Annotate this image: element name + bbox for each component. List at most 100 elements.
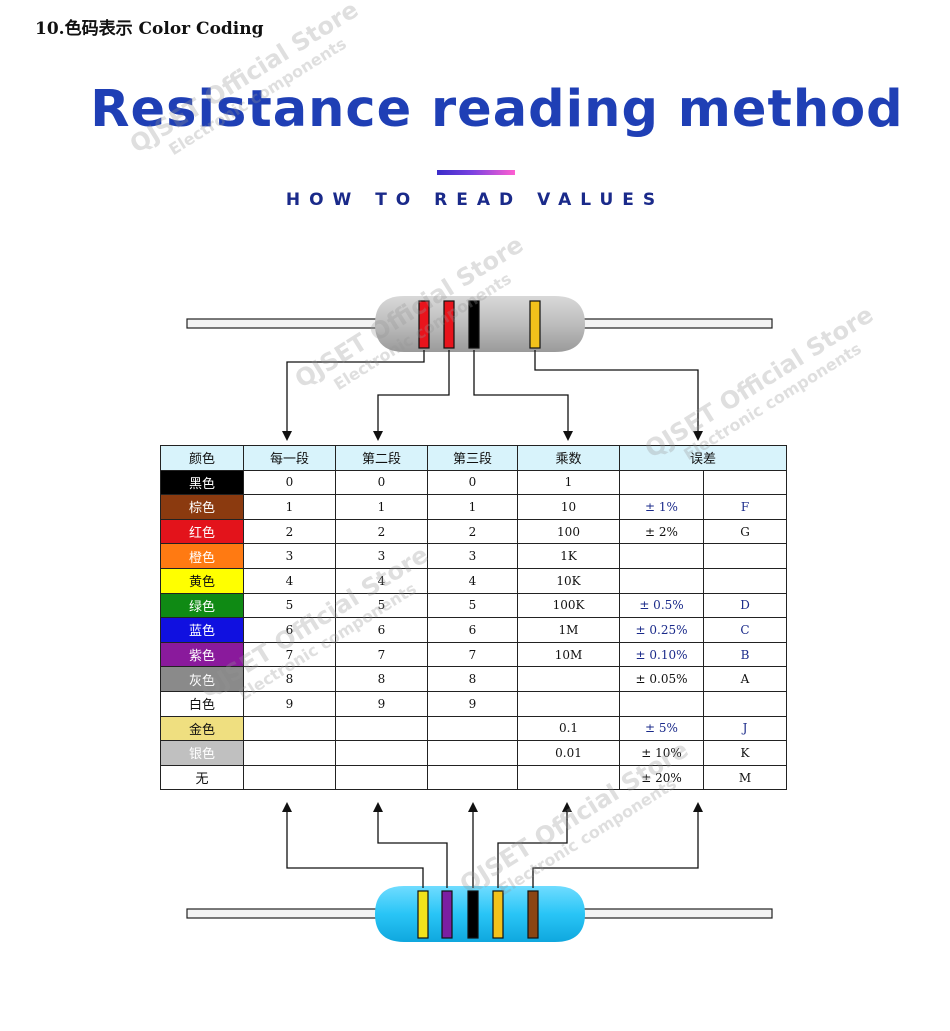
top-arrows bbox=[282, 350, 703, 441]
header-third-digit: 第三段 bbox=[427, 445, 518, 471]
tolerance-cell: ± 20% bbox=[619, 764, 704, 791]
arrow-bband4-to-multiplier bbox=[497, 802, 572, 888]
third-digit-cell: 4 bbox=[427, 567, 518, 594]
arrow-bband2-to-digit2 bbox=[373, 802, 448, 888]
tolerance-cell bbox=[619, 690, 704, 717]
top-resistor-bands bbox=[418, 300, 541, 349]
first-digit-cell bbox=[243, 715, 336, 742]
tolerance-cell bbox=[619, 567, 704, 594]
header-multiplier: 乘数 bbox=[517, 445, 620, 471]
multiplier-cell: 10K bbox=[517, 567, 620, 594]
second-digit-cell: 7 bbox=[335, 641, 428, 668]
second-digit-cell bbox=[335, 740, 428, 766]
color-name-cell: 棕色 bbox=[160, 494, 244, 520]
multiplier-cell bbox=[517, 690, 620, 717]
multiplier-cell: 100K bbox=[517, 592, 620, 619]
first-digit-cell bbox=[243, 764, 336, 791]
third-digit-cell bbox=[427, 740, 518, 766]
color-name-cell: 灰色 bbox=[160, 666, 244, 692]
color-band-3 bbox=[468, 300, 480, 349]
tolerance-code-cell: C bbox=[703, 617, 787, 643]
color-name-cell: 黄色 bbox=[160, 567, 244, 594]
subtitle: HOW TO READ VALUES bbox=[285, 190, 665, 210]
color-band-4 bbox=[492, 890, 504, 939]
second-digit-cell: 0 bbox=[335, 469, 428, 496]
multiplier-cell: 1M bbox=[517, 617, 620, 643]
header-second-digit: 第二段 bbox=[335, 445, 428, 471]
tolerance-cell: ± 0.5% bbox=[619, 592, 704, 619]
color-name-cell: 绿色 bbox=[160, 592, 244, 619]
second-digit-cell: 2 bbox=[335, 518, 428, 545]
third-digit-cell: 8 bbox=[427, 666, 518, 692]
arrow-bband1-to-digit1 bbox=[282, 802, 424, 888]
first-digit-cell: 4 bbox=[243, 567, 336, 594]
arrow-band4-to-tolerance bbox=[534, 350, 703, 441]
second-digit-cell: 8 bbox=[335, 666, 428, 692]
header-tolerance: 误差 bbox=[619, 445, 787, 471]
third-digit-cell: 3 bbox=[427, 543, 518, 569]
color-name-cell: 紫色 bbox=[160, 641, 244, 668]
header-first-digit: 每一段 bbox=[243, 445, 336, 471]
bottom-resistor-bands bbox=[417, 890, 539, 939]
color-band-5 bbox=[527, 890, 539, 939]
header-color: 颜色 bbox=[160, 445, 244, 471]
multiplier-cell: 1K bbox=[517, 543, 620, 569]
third-digit-cell: 2 bbox=[427, 518, 518, 545]
third-digit-cell: 9 bbox=[427, 690, 518, 717]
multiplier-cell: 0.01 bbox=[517, 740, 620, 766]
multiplier-cell bbox=[517, 764, 620, 791]
tolerance-cell: ± 0.05% bbox=[619, 666, 704, 692]
color-name-cell: 红色 bbox=[160, 518, 244, 545]
second-digit-cell: 5 bbox=[335, 592, 428, 619]
multiplier-cell: 10 bbox=[517, 494, 620, 520]
second-digit-cell bbox=[335, 764, 428, 791]
tolerance-code-cell: B bbox=[703, 641, 787, 668]
tolerance-code-cell: A bbox=[703, 666, 787, 692]
multiplier-cell bbox=[517, 666, 620, 692]
first-digit-cell: 1 bbox=[243, 494, 336, 520]
color-name-cell: 无 bbox=[160, 764, 244, 791]
section-heading: 10.色码表示 Color Coding bbox=[35, 19, 264, 39]
color-band-4 bbox=[529, 300, 541, 349]
tolerance-code-cell bbox=[703, 469, 787, 496]
third-digit-cell: 7 bbox=[427, 641, 518, 668]
multiplier-cell: 10M bbox=[517, 641, 620, 668]
second-digit-cell: 4 bbox=[335, 567, 428, 594]
tolerance-code-cell bbox=[703, 567, 787, 594]
color-name-cell: 白色 bbox=[160, 690, 244, 717]
second-digit-cell: 6 bbox=[335, 617, 428, 643]
tolerance-cell: ± 2% bbox=[619, 518, 704, 545]
third-digit-cell: 6 bbox=[427, 617, 518, 643]
color-band-3 bbox=[467, 890, 479, 939]
second-digit-cell: 9 bbox=[335, 690, 428, 717]
color-band-1 bbox=[418, 300, 430, 349]
tolerance-code-cell bbox=[703, 690, 787, 717]
bottom-resistor bbox=[186, 886, 773, 942]
main-title: Resistance reading method bbox=[90, 80, 904, 139]
color-name-cell: 银色 bbox=[160, 740, 244, 766]
first-digit-cell: 0 bbox=[243, 469, 336, 496]
first-digit-cell: 8 bbox=[243, 666, 336, 692]
second-digit-cell: 1 bbox=[335, 494, 428, 520]
color-band-2 bbox=[443, 300, 455, 349]
tolerance-code-cell: J bbox=[703, 715, 787, 742]
tolerance-cell bbox=[619, 469, 704, 496]
tolerance-code-cell: F bbox=[703, 494, 787, 520]
tolerance-code-cell bbox=[703, 543, 787, 569]
third-digit-cell: 1 bbox=[427, 494, 518, 520]
color-name-cell: 金色 bbox=[160, 715, 244, 742]
title-underline bbox=[437, 170, 515, 175]
bottom-resistor-body bbox=[375, 886, 585, 942]
tolerance-code-cell: D bbox=[703, 592, 787, 619]
